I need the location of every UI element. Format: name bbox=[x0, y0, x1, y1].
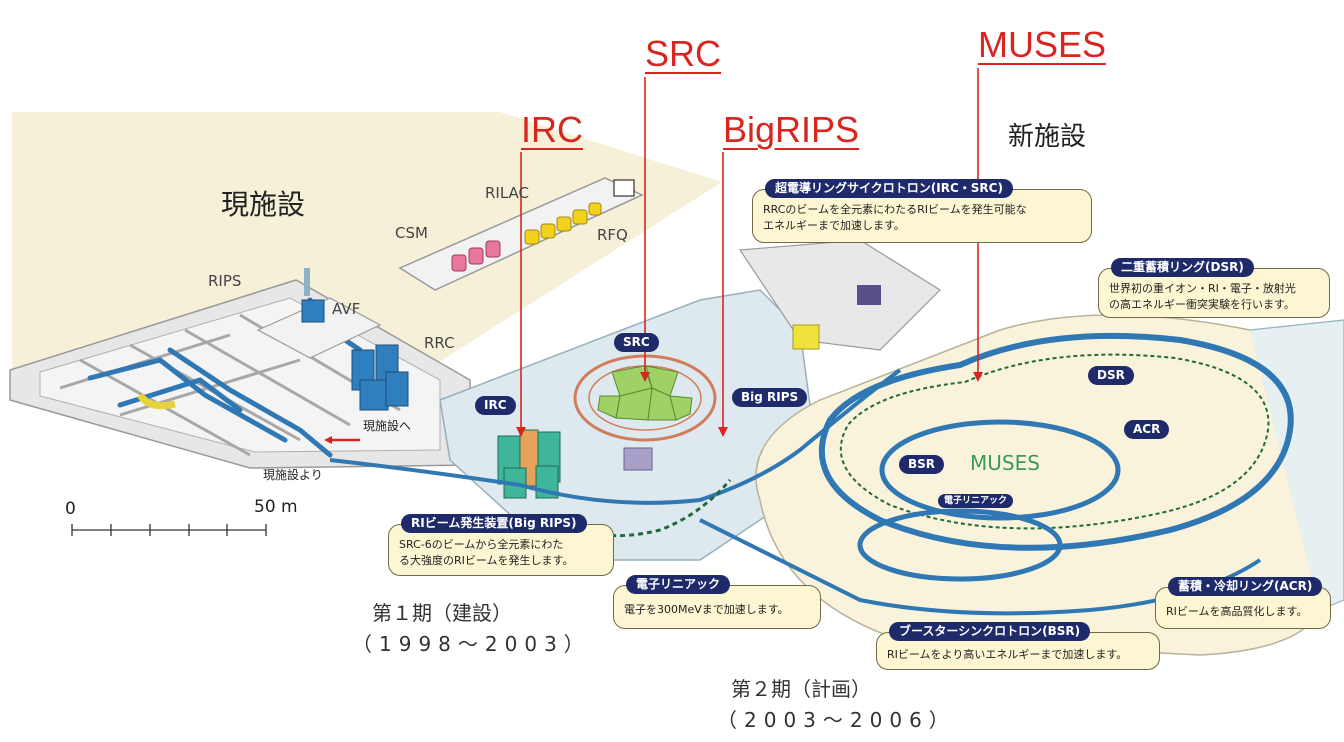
csm-cavities bbox=[451, 240, 501, 272]
phase1-title: 第１期（建設） bbox=[372, 601, 512, 625]
callout-src: SRC bbox=[645, 33, 722, 74]
info-big-rips: RIビーム発生装置(Big RIPS) SRC-6のビームから全元素にわた る大… bbox=[388, 514, 614, 576]
info-irc-src-line1: RRCのビームを全元素にわたるRIビームを発生可能な bbox=[763, 203, 1027, 216]
purple-block bbox=[623, 447, 653, 471]
acr-badge: ACR bbox=[1124, 420, 1170, 439]
rilac-label: RILAC bbox=[485, 184, 530, 202]
bsr-badge: BSR bbox=[899, 455, 945, 474]
yellow-block bbox=[792, 324, 820, 350]
phase1-years: （1998～2003） bbox=[352, 632, 591, 656]
callout-bigrips: BigRIPS bbox=[723, 109, 860, 150]
info-big-rips-line1: SRC-6のビームから全元素にわた bbox=[399, 538, 564, 551]
info-irc-src-title: 超電導リングサイクロトロン(IRC・SRC) bbox=[765, 179, 1013, 198]
acr-ring bbox=[879, 419, 1121, 521]
src-magnets bbox=[597, 365, 693, 421]
rilac-source bbox=[613, 179, 635, 197]
info-linac-line1: 電子を300MeVまで加速します。 bbox=[624, 603, 789, 616]
from-existing-label: 現施設より bbox=[263, 468, 323, 482]
info-bsr-title: ブースターシンクロトロン(BSR) bbox=[889, 622, 1091, 641]
info-linac-title: 電子リニアック bbox=[626, 575, 731, 594]
info-dsr: 二重蓄積リング(DSR) 世界初の重イオン・RI・電子・放射光 の高エネルギー衝… bbox=[1098, 258, 1330, 318]
info-acr-title: 蓄積・冷却リング(ACR) bbox=[1168, 577, 1323, 596]
to-existing-label: 現施設へ bbox=[363, 419, 412, 433]
phase2-years: （2003～2006） bbox=[717, 708, 956, 732]
callout-arrowheads bbox=[516, 372, 983, 437]
bsr-ring bbox=[857, 508, 1063, 582]
irc-badge: IRC bbox=[475, 396, 516, 415]
info-dsr-title: 二重蓄積リング(DSR) bbox=[1111, 258, 1254, 277]
linac-badge: 電子リニアック bbox=[938, 494, 1014, 508]
new-facility-title: 新施設 bbox=[1008, 122, 1087, 152]
dsr-badge: DSR bbox=[1088, 366, 1134, 385]
info-bsr: ブースターシンクロトロン(BSR) RIビームをより高いエネルギーまで加速します… bbox=[876, 622, 1160, 670]
rrc-cyclotron bbox=[351, 344, 409, 411]
avf-stack bbox=[304, 268, 310, 296]
beam-arrow-head bbox=[324, 436, 332, 444]
info-bsr-line1: RIビームをより高いエネルギーまで加速します。 bbox=[887, 648, 1128, 661]
callout-muses: MUSES bbox=[978, 24, 1107, 65]
callout-irc: IRC bbox=[521, 109, 583, 150]
info-dsr-line2: の高エネルギー衝突実験を行います。 bbox=[1109, 298, 1295, 311]
dsr-ring-inner bbox=[839, 353, 1270, 530]
scale-bar bbox=[71, 524, 267, 536]
info-irc-src: 超電導リングサイクロトロン(IRC・SRC) RRCのビームを全元素にわたるRI… bbox=[752, 179, 1092, 243]
avf-label: AVF bbox=[332, 300, 361, 318]
info-linac: 電子リニアック 電子を300MeVまで加速します。 bbox=[613, 575, 821, 629]
csm-label: CSM bbox=[395, 224, 428, 242]
src-badge: SRC bbox=[614, 333, 659, 352]
scale-fifty: 50 m bbox=[254, 497, 298, 517]
avf-cyclotron bbox=[301, 299, 325, 323]
big-rips-badge: Big RIPS bbox=[732, 388, 808, 407]
existing-facility-title: 現施設 bbox=[221, 188, 306, 221]
rrc-label: RRC bbox=[424, 334, 455, 352]
info-acr-line1: RIビームを高品質化します。 bbox=[1166, 605, 1308, 618]
info-dsr-line1: 世界初の重イオン・RI・電子・放射光 bbox=[1109, 282, 1296, 295]
yellow-beamline bbox=[137, 392, 176, 410]
info-big-rips-line2: る大強度のRIビームを発生します。 bbox=[399, 554, 574, 567]
beam-transport-line bbox=[329, 368, 902, 505]
rfq-label: RFQ bbox=[597, 226, 628, 244]
new-facility-wall bbox=[1249, 319, 1344, 611]
rilac-cavities bbox=[524, 202, 602, 245]
dark-block bbox=[857, 285, 881, 305]
rips-label: RIPS bbox=[208, 272, 242, 290]
info-big-rips-title: RIビーム発生装置(Big RIPS) bbox=[401, 514, 587, 533]
info-irc-src-line2: エネルギーまで加速します。 bbox=[763, 219, 905, 232]
scale-zero: 0 bbox=[65, 499, 76, 519]
info-acr: 蓄積・冷却リング(ACR) RIビームを高品質化します。 bbox=[1155, 577, 1331, 629]
phase2-title: 第２期（計画） bbox=[731, 677, 871, 701]
muses-floor-label: MUSES bbox=[970, 451, 1040, 475]
